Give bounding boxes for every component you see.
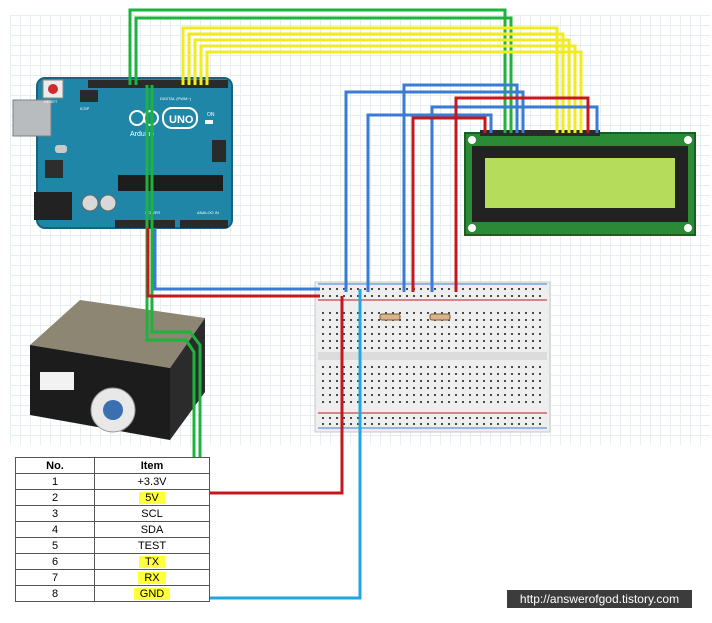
table-row: 2 5V — [15, 489, 210, 506]
atmega-chip — [118, 175, 223, 191]
power-header — [115, 220, 175, 228]
wire-blue — [402, 83, 519, 292]
wire-red-sensor-5v — [210, 296, 344, 495]
pin-item: GND — [133, 587, 171, 600]
wire-yellow — [187, 32, 565, 133]
breadboard — [314, 281, 551, 433]
pin-item: SDA — [94, 521, 210, 538]
crystal — [55, 145, 67, 153]
usb-port — [12, 99, 52, 137]
pin-number: 1 — [15, 473, 95, 490]
pin-number: 8 — [15, 585, 95, 602]
wire-red-5v — [146, 228, 320, 298]
pin-item: +3.3V — [94, 473, 210, 490]
wire-blue — [366, 113, 493, 292]
watermark-url: http://answerofgod.tistory.com — [507, 590, 692, 608]
pin-item-cell: RX — [94, 569, 210, 586]
pin-item-cell: GND — [94, 585, 210, 602]
wire-red — [454, 96, 590, 292]
voltage-regulator — [45, 160, 63, 178]
wire-green-tx — [128, 8, 507, 133]
pin-item: RX — [138, 571, 166, 584]
table-header-row: No. Item — [15, 457, 210, 474]
reset-label: RESET — [44, 99, 58, 104]
capacitor — [99, 194, 117, 212]
fan-hub — [103, 400, 123, 420]
pin-item: SCL — [94, 505, 210, 522]
breadboard-center-channel — [318, 352, 547, 360]
pin-number: 7 — [15, 569, 95, 586]
wire-cyan-sensor-gnd — [210, 289, 362, 600]
mounting-hole — [684, 224, 692, 232]
resistor — [379, 313, 451, 321]
analog-label: ANALOG IN — [197, 210, 219, 215]
table-row: 3 SCL — [15, 505, 210, 522]
wire-yellow — [205, 50, 583, 133]
pin-number: 4 — [15, 521, 95, 538]
wire-red — [411, 116, 487, 292]
capacitor — [81, 194, 99, 212]
table-row: 1 +3.3V — [15, 473, 210, 490]
sensor-pin-table: No. Item 1 +3.3V 2 5V 3 SCL 4 SDA 5 TEST… — [15, 457, 210, 602]
pin-item: TEST — [94, 537, 210, 554]
pin-item: TX — [138, 555, 166, 568]
wires — [128, 8, 599, 600]
pin-number: 3 — [15, 505, 95, 522]
dust-sensor-module — [30, 300, 205, 440]
breadboard-hole-grid — [322, 288, 541, 425]
table-row: 4 SDA — [15, 521, 210, 538]
wire-green-rx — [134, 16, 513, 133]
pin-number: 2 — [15, 489, 95, 506]
power-jack — [34, 192, 72, 220]
table-row: 6 TX — [15, 553, 210, 570]
table-row: 7 RX — [15, 569, 210, 586]
mounting-hole — [468, 224, 476, 232]
wire-blue — [344, 90, 525, 292]
brand-label: Arduino — [130, 131, 154, 138]
wire-green-sensor-tx — [150, 85, 202, 565]
pin-item-cell: TX — [94, 553, 210, 570]
column-header: Item — [94, 457, 210, 474]
analog-header — [180, 220, 228, 228]
pin-item-cell: 5V — [94, 489, 210, 506]
on-label: ON — [207, 112, 215, 118]
table-row: 5 TEST — [15, 537, 210, 554]
model-label: UNO — [169, 114, 194, 126]
digital-header — [88, 80, 228, 88]
icsp-label: ICSP — [80, 106, 90, 111]
icsp-header — [80, 90, 98, 102]
pin-item: 5V — [139, 491, 165, 504]
mounting-hole — [468, 136, 476, 144]
lcd-screen — [485, 158, 675, 208]
wire-yellow — [193, 38, 571, 133]
lcd-pin-header — [480, 130, 600, 136]
mounting-hole — [684, 136, 692, 144]
digital-label: DIGITAL (PWM~) — [160, 96, 192, 101]
lcd-1602-display — [464, 130, 696, 236]
wire-blue-gnd — [153, 228, 320, 291]
sensor-connector — [40, 372, 74, 390]
column-header: No. — [15, 457, 95, 474]
reset-button-cap — [48, 84, 58, 94]
wire-blue — [430, 105, 599, 292]
icsp2-header — [212, 140, 226, 162]
pin-number: 5 — [15, 537, 95, 554]
pin-number: 6 — [15, 553, 95, 570]
arduino-uno-board: RESET DIGITAL (PWM~) ICSP UNO Arduino ON — [12, 77, 233, 229]
wire-yellow — [199, 44, 577, 133]
on-led — [205, 120, 213, 124]
table-row: 8 GND — [15, 585, 210, 602]
wire-yellow — [181, 26, 559, 133]
